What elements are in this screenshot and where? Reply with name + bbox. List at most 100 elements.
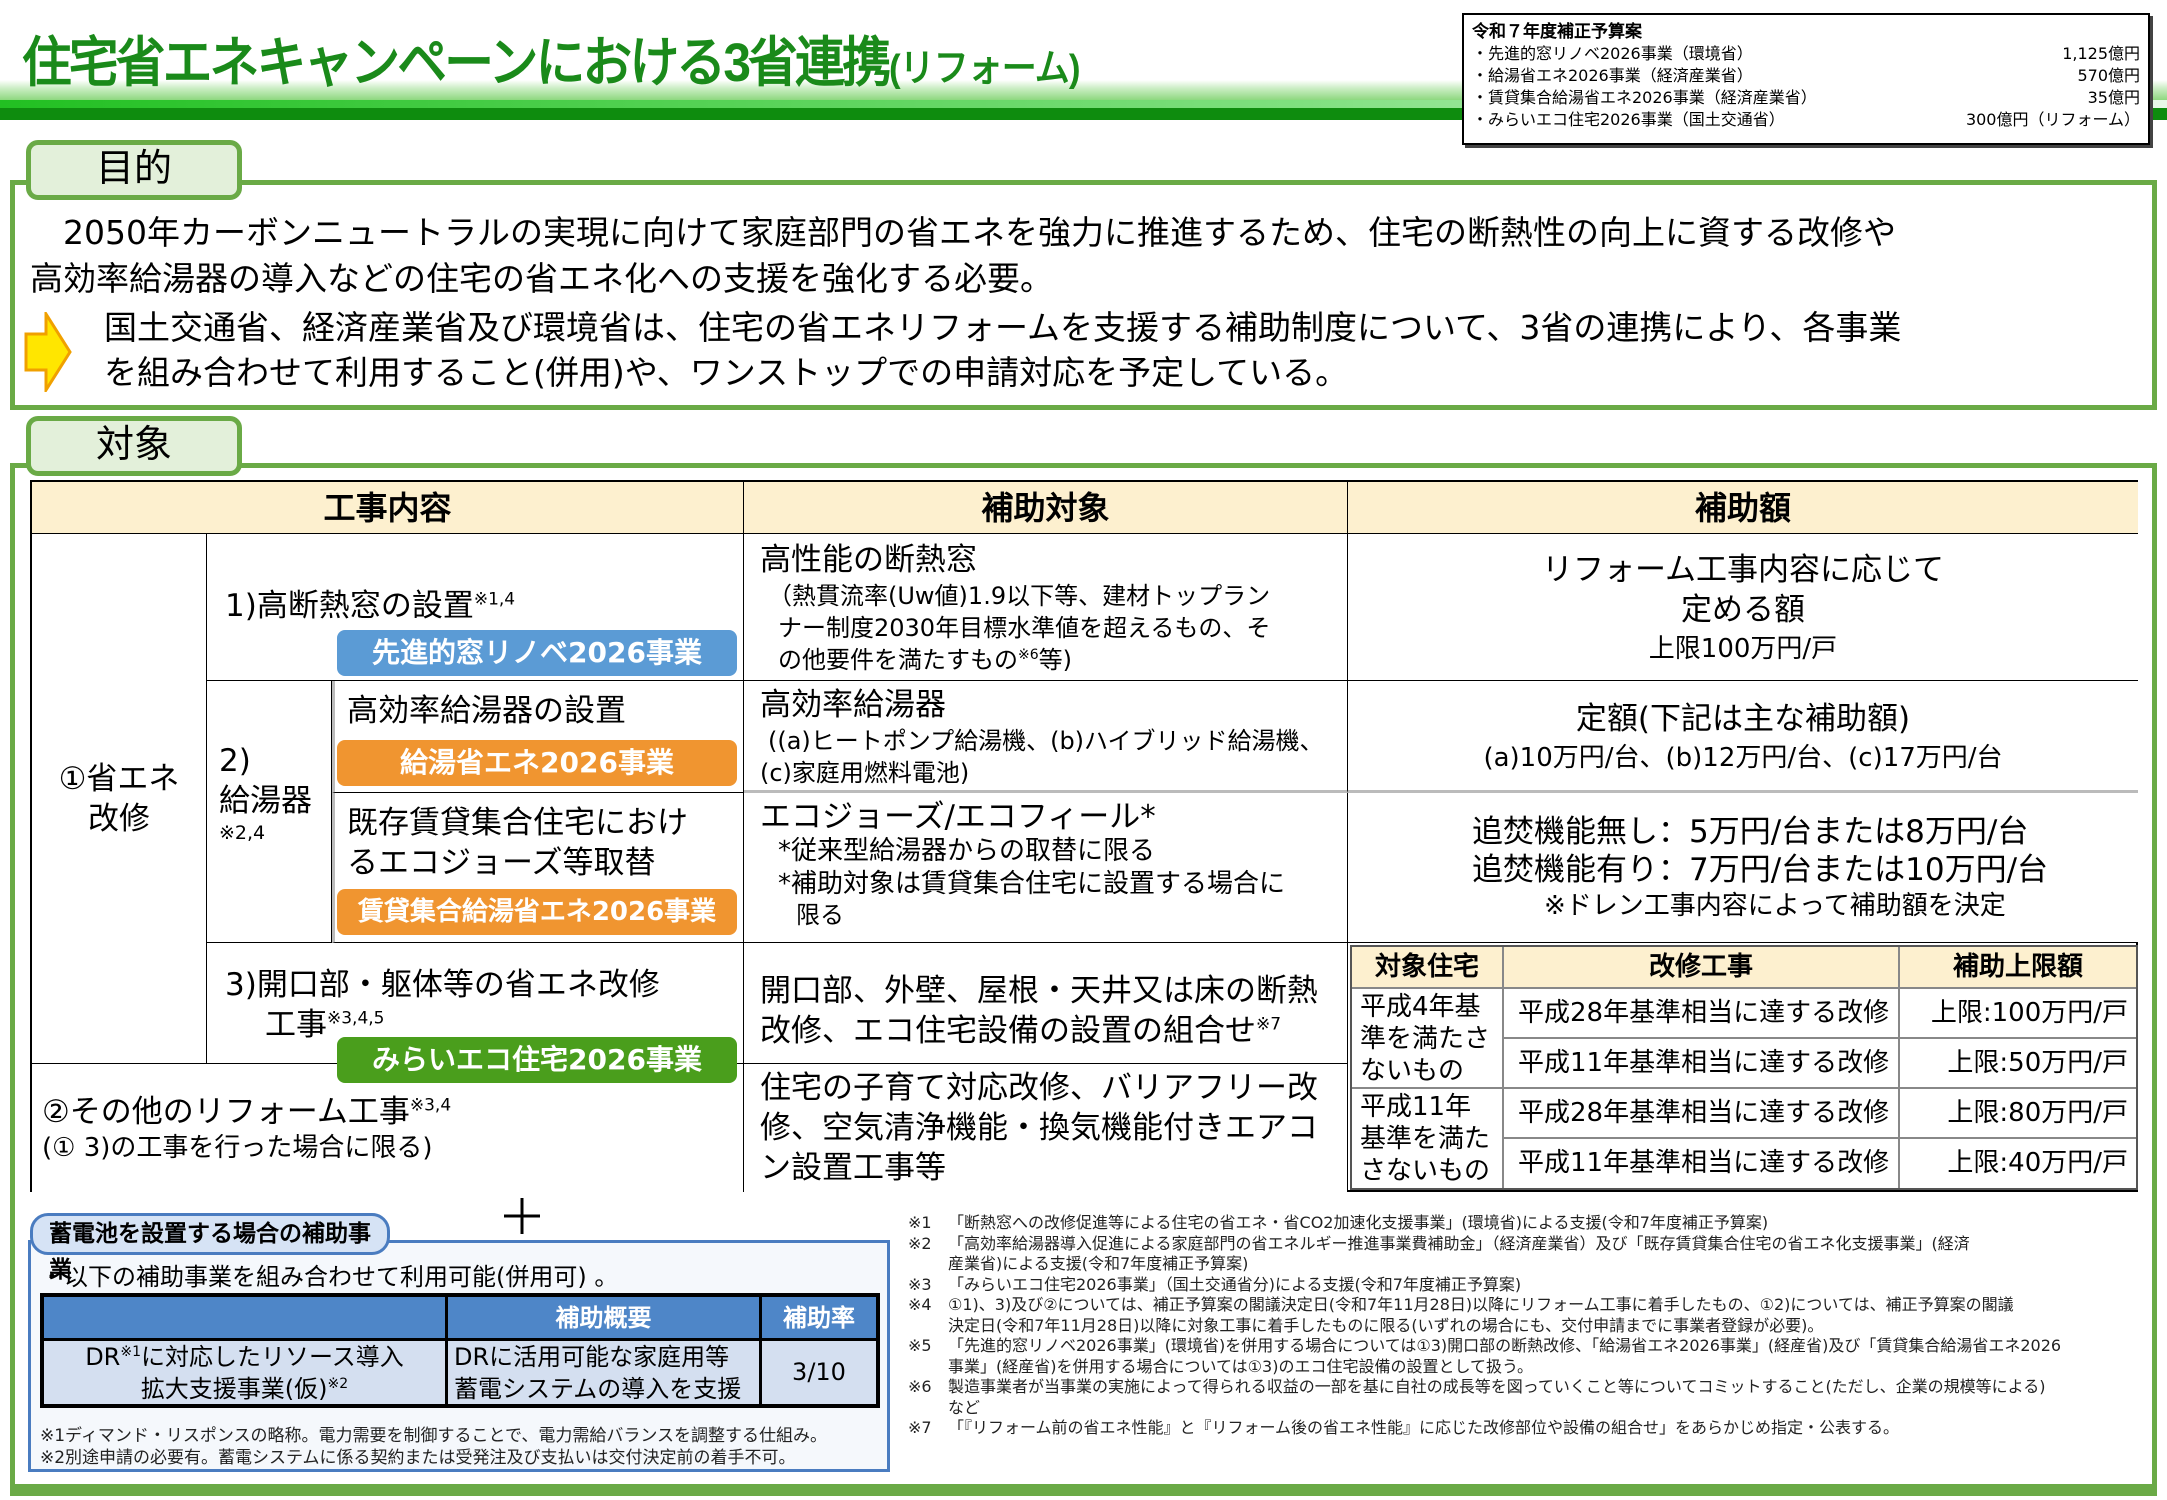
budget-row: ・賃貸集合給湯省エネ2026事業（経済産業省）35億円 [1472, 87, 2140, 109]
house-label: 準を満たさ [1360, 1024, 1491, 1054]
footnote: ※5「先進的窓リノベ2026事業」(環境省)を併用する場合については①3)開口部… [908, 1336, 2148, 1377]
sub-work: 平成11年基準相当に達する改修 [1504, 1139, 1900, 1188]
footnote-ref: ※2 [327, 1376, 349, 1392]
summary-text: DRに活用可能な家庭用等 [454, 1343, 730, 1371]
program-name: 拡大支援事業(仮) [140, 1375, 328, 1403]
battery-header-name [44, 1297, 448, 1341]
sub-header-house: 対象住宅 [1352, 947, 1504, 989]
work-label: 1)高断熱窓の設置 [225, 588, 474, 624]
footnote-text: 「先進的窓リノベ2026事業」(環境省)を併用する場合については①3)開口部の断… [948, 1336, 2062, 1355]
house-label: さないもの [1360, 1156, 1491, 1186]
sub-work: 平成28年基準相当に達する改修 [1504, 1089, 1900, 1139]
amount-text: リフォーム工事内容に応じて [1541, 552, 1945, 588]
footnote-text: 決定日(令和7年11月28日)以降に対象工事に着手したものに限る(いずれの場合に… [948, 1315, 1824, 1335]
amount-ecojozu: 追焚機能無し：5万円/台または8万円/台 追焚機能有り：7万円/台または10万円… [1348, 793, 2138, 943]
subject-detail: の他要件を満たすもの [778, 646, 1018, 674]
subject-detail: 開口部、外壁、屋根・天井又は床の断熱 [760, 973, 1318, 1009]
battery-tab: 蓄電池を設置する場合の補助事業 [30, 1213, 390, 1283]
budget-amount: 570億円 [2077, 66, 2140, 85]
purpose-section [10, 180, 2157, 410]
footnote-text: 産業省)による支援(令和7年度補正予算案) [948, 1254, 1249, 1273]
work-label: 高効率給湯器の設置 [347, 693, 626, 729]
summary-text: 蓄電システムの導入を支援 [454, 1375, 742, 1403]
arrow-right-icon [24, 312, 72, 392]
subject-detail: ン設置工事等 [760, 1150, 946, 1186]
sub-house-h4: 平成4年基 準を満たさ ないもの [1352, 989, 1504, 1089]
budget-label: ・賃貸集合給湯省エネ2026事業（経済産業省） [1472, 88, 1817, 107]
sub-limit: 上限:50万円/戸 [1900, 1039, 2136, 1089]
amount-text: 定める額 [1681, 592, 1805, 628]
work-label: 既存賃貸集合住宅におけ [347, 805, 688, 841]
target-tab: 対象 [26, 416, 242, 476]
page-title: 住宅省エネキャンペーンにおける3省連携(リフォーム) [22, 18, 1080, 97]
subject-other: 住宅の子育て対応改修、バリアフリー改 修、空気清浄機能・換気機能付きエアコ ン設… [744, 1064, 1348, 1192]
subject-title: エコジョーズ/エコフィール* [760, 799, 1156, 835]
footnote-text: 「みらいエコ住宅2026事業」（国土交通省分)による支援(令和7年度補正予算案) [948, 1274, 1522, 1294]
category-other-reform: ②その他のリフォーム工事※3,4 (① 3)の工事を行った場合に限る) [32, 1064, 744, 1192]
subject-ecojozu: エコジョーズ/エコフィール* *従来型給湯器からの取替に限る *補助対象は賃貸集… [744, 793, 1348, 943]
header-amount: 補助額 [1348, 482, 2138, 534]
badge-rental-hot-water: 賃貸集合給湯省エネ2026事業 [337, 889, 737, 935]
battery-note: ※1ディマンド・リスポンスの略称。電力需要を制御することで、電力需給バランスを調… [40, 1426, 827, 1446]
category-label: ②その他のリフォーム工事 [42, 1094, 410, 1130]
footnote-ref: ※6 [1018, 647, 1039, 663]
subject-detail: (c)家庭用燃料電池) [760, 759, 970, 787]
footnote-ref: ※2,4 [219, 822, 266, 844]
sub-work: 平成11年基準相当に達する改修 [1504, 1039, 1900, 1089]
footnote-key: ※3 [908, 1274, 932, 1294]
work-label: 工事 [265, 1007, 327, 1043]
badge-mirai-eco: みらいエコ住宅2026事業 [337, 1037, 737, 1083]
bottom-band [10, 1484, 2157, 1496]
subject-detail: 限る [796, 901, 844, 929]
footnote-text: 「断熱窓への改修促進等による住宅の省エネ・省CO2加速化支援事業」(環境省)によ… [948, 1213, 1769, 1232]
footnote-text: 「『リフォーム前の省エネ性能』と『リフォーム後の省エネ性能』に応じた改修部位や設… [948, 1418, 1900, 1437]
footnote-ref: ※7 [1256, 1014, 1282, 1035]
footnote-text: など [948, 1397, 981, 1417]
subject-envelope: 開口部、外壁、屋根・天井又は床の断熱 改修、エコ住宅設備の設置の組合せ※7 [744, 943, 1348, 1064]
budget-heading: 令和７年度補正予算案 [1472, 22, 1642, 42]
subject-detail: *補助対象は賃貸集合住宅に設置する場合に [778, 869, 1286, 899]
footnote-text: 製造事業者が当事業の実施によって得られる収益の一部を基に自社の成長等を図っていく… [948, 1377, 2046, 1396]
badge-window-renovation: 先進的窓リノベ2026事業 [337, 630, 737, 676]
program-name: に対応したリソース導入 [140, 1343, 404, 1371]
program-name: DR [85, 1343, 121, 1371]
footnote: ※2 「高効率給湯器導入促進による家庭部門の省エネルギー推進事業費補助金」（経済産… [908, 1234, 2148, 1275]
subject-detail: *従来型給湯器からの取替に限る [778, 836, 1156, 866]
amount-windows: リフォーム工事内容に応じて 定める額 上限100万円/戸 [1348, 534, 2138, 681]
page-title-sub: (リフォーム) [888, 48, 1081, 90]
header-work: 工事内容 [32, 482, 744, 534]
battery-summary: DRに活用可能な家庭用等 蓄電システムの導入を支援 [448, 1341, 762, 1404]
envelope-subsidy-table: 対象住宅 改修工事 補助上限額 平成4年基 準を満たさ ないもの 平成11年 基… [1350, 945, 2138, 1190]
work-label: 2) [219, 743, 251, 779]
footnote: ※7「『リフォーム前の省エネ性能』と『リフォーム後の省エネ性能』に応じた改修部位… [908, 1418, 2148, 1439]
house-label: 平成4年基 [1360, 992, 1481, 1022]
sub-limit: 上限:40万円/戸 [1900, 1139, 2136, 1188]
house-label: 基準を満た [1360, 1124, 1491, 1154]
subject-windows: 高性能の断熱窓 （熱貫流率(Uw値)1.9以下等、建材トップラン ナー制度203… [744, 534, 1348, 681]
budget-row: ・給湯省エネ2026事業（経済産業省）570億円 [1472, 65, 2140, 87]
amount-water-heater: 定額(下記は主な補助額) (a)10万円/台、(b)12万円/台、(c)17万円… [1348, 681, 2138, 793]
battery-header-summary: 補助概要 [448, 1297, 762, 1341]
footnote-text: 「高効率給湯器導入促進による家庭部門の省エネルギー推進事業費補助金」（経済産業省… [948, 1233, 1970, 1253]
amount-text: (a)10万円/台、(b)12万円/台、(c)17万円/台 [1483, 743, 2003, 773]
purpose-line-4: を組み合わせて利用すること(併用)や、ワンストップでの申請対応を予定している。 [104, 353, 1349, 392]
footnote-key: ※2 [908, 1233, 932, 1253]
battery-rate: 3/10 [762, 1341, 876, 1404]
page-title-main: 住宅省エネキャンペーンにおける3省連携 [22, 33, 892, 93]
purpose-line-2: 高効率給湯器の導入などの住宅の省エネ化への支援を強化する必要。 [30, 259, 1053, 298]
footnote: ※3 「みらいエコ住宅2026事業」（国土交通省分)による支援(令和7年度補正予算… [908, 1275, 2148, 1296]
subject-detail: 住宅の子育て対応改修、バリアフリー改 [760, 1070, 1318, 1106]
subject-detail: ((a)ヒートポンプ給湯機、(b)ハイブリッド給湯機、 [768, 727, 1324, 755]
battery-header-rate: 補助率 [762, 1297, 876, 1341]
footnote-key: ※6 [908, 1377, 932, 1396]
footnote-key: ※1 [908, 1213, 932, 1232]
sub-house-h11: 平成11年 基準を満た さないもの [1352, 1089, 1504, 1188]
purpose-line-3: 国土交通省、経済産業省及び環境省は、住宅の省エネリフォームを支援する補助制度につ… [104, 308, 1902, 347]
budget-box: 令和７年度補正予算案 ・先進的窓リノベ2026事業（環境省）1,125億円 ・給… [1462, 13, 2150, 145]
subject-detail: 改修、エコ住宅設備の設置の組合せ [760, 1013, 1256, 1049]
amount-text: 定額(下記は主な補助額) [1575, 701, 1911, 737]
footnote: ※6 製造事業者が当事業の実施によって得られる収益の一部を基に自社の成長等を図って… [908, 1377, 2148, 1418]
battery-table: 補助概要 補助率 DR※1に対応したリソース導入 拡大支援事業(仮)※2 DRに… [40, 1293, 880, 1408]
footnote-ref: ※1,4 [473, 589, 516, 610]
amount-note: ※ドレン工事内容によって補助額を決定 [1544, 891, 2006, 921]
